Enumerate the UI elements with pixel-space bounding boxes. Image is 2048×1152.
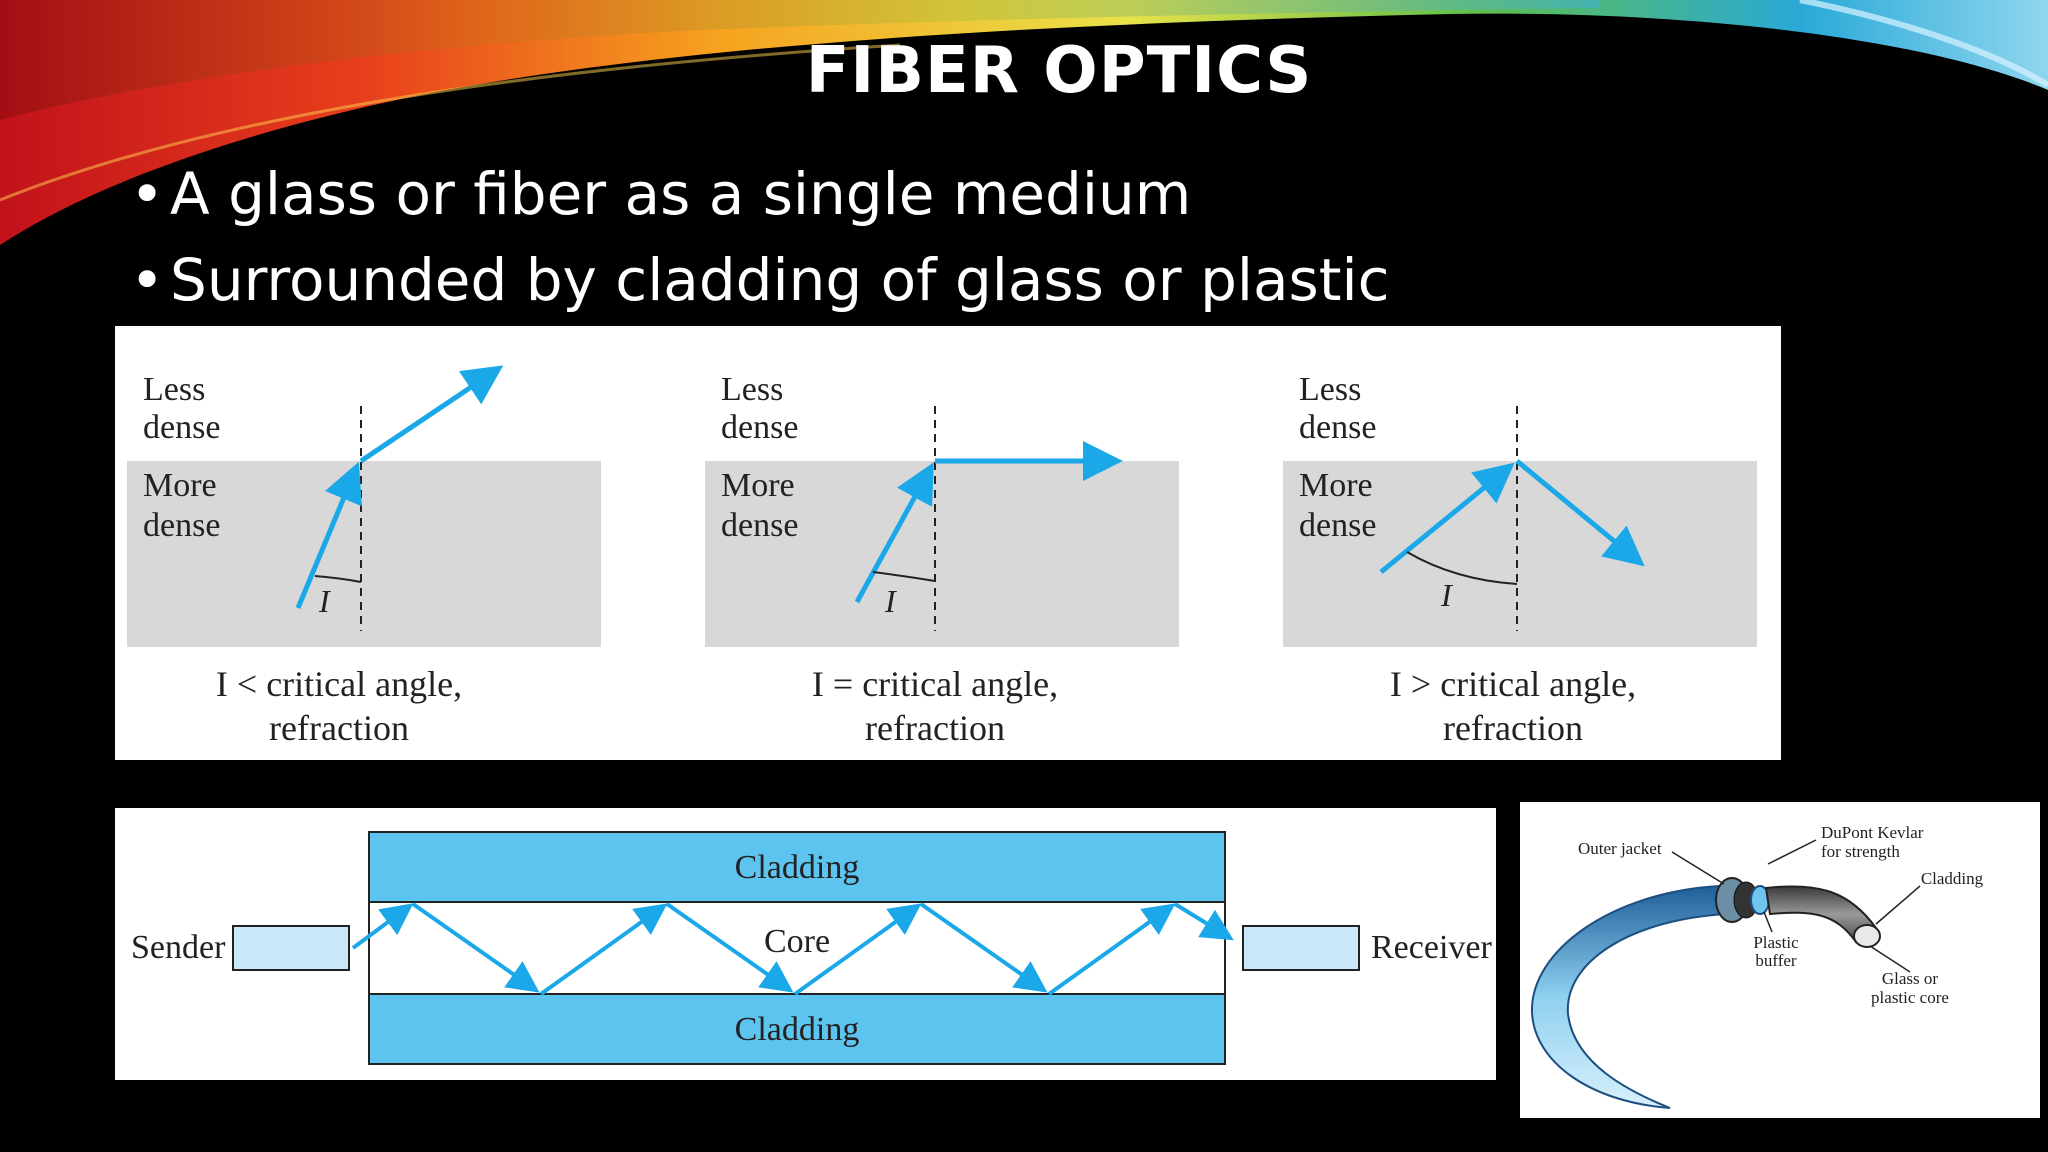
sender-label: Sender — [131, 929, 226, 966]
light-path — [351, 902, 1234, 996]
sender-box — [232, 925, 350, 971]
buffer-label: Plastic — [1753, 933, 1799, 952]
more-dense-label: dense — [143, 507, 220, 544]
refraction-panel-3: Less dense More dense I I > critical ang… — [1283, 371, 1757, 748]
leader-lines — [1671, 839, 1921, 973]
bullet-text: A glass or fiber as a single medium — [170, 160, 1192, 228]
less-dense-label: Less — [143, 371, 205, 408]
core-label: Glass or — [1882, 969, 1939, 988]
receiver-label: Receiver — [1371, 929, 1492, 966]
incident-ray — [854, 462, 934, 604]
caption-line: refraction — [269, 708, 409, 748]
bullet-item: •Surrounded by cladding of glass or plas… — [130, 246, 1390, 314]
kevlar-label: DuPont Kevlar — [1821, 823, 1924, 842]
cable-diagram: Outer jacket DuPont Kevlar for strength … — [1520, 802, 2040, 1118]
ray-segment — [411, 902, 540, 993]
ray-segment — [539, 903, 668, 996]
cable-svg: Outer jacket DuPont Kevlar for strength … — [1530, 823, 1984, 1109]
incident-ray — [1379, 462, 1515, 574]
cladding-label: Cladding — [735, 1011, 860, 1048]
angle-label: I — [884, 583, 897, 619]
transmission-diagram: Cladding Core Cladding Sender Receiver — [115, 808, 1496, 1080]
buffer-label: buffer — [1755, 951, 1797, 970]
angle-label: I — [1440, 577, 1453, 613]
bullet-text: Surrounded by cladding of glass or plast… — [170, 246, 1390, 314]
refraction-panel-1: Less dense More dense I I < critical ang… — [127, 365, 601, 748]
angle-label: I — [318, 583, 331, 619]
cladding-bottom — [368, 993, 1226, 1065]
angle-arc — [872, 571, 936, 582]
more-dense-medium — [127, 461, 601, 647]
caption-line: I > critical angle, — [1390, 664, 1636, 704]
reflected-ray — [1515, 459, 1645, 567]
less-dense-label: Less — [1299, 371, 1361, 408]
refraction-svg: Less dense More dense I I < critical ang… — [127, 365, 1757, 748]
kevlar-label: for strength — [1821, 842, 1900, 861]
bullet-item: •A glass or fiber as a single medium — [130, 160, 1191, 228]
incident-ray — [295, 461, 362, 609]
refracted-ray — [359, 365, 504, 464]
ray-segment — [919, 902, 1048, 993]
less-dense-label: Less — [721, 371, 783, 408]
glass-core — [1853, 924, 1881, 948]
more-dense-medium — [1283, 461, 1757, 647]
ray-segment — [1047, 903, 1176, 996]
caption-line: I = critical angle, — [812, 664, 1058, 704]
transmission-svg: Cladding Core Cladding Sender Receiver — [131, 831, 1492, 1065]
caption-line: refraction — [1443, 708, 1583, 748]
bullet-glyph: • — [130, 246, 165, 314]
less-dense-label: dense — [143, 409, 220, 446]
refraction-panel-2: Less dense More dense I I = critical ang… — [705, 371, 1179, 748]
outer-jacket — [1530, 884, 1728, 1109]
less-dense-label: dense — [1299, 409, 1376, 446]
more-dense-label: More — [721, 467, 795, 504]
refraction-diagram: Less dense More dense I I < critical ang… — [115, 326, 1781, 760]
slide-title: FIBER OPTICS — [805, 34, 1313, 108]
core-label: Core — [764, 923, 830, 960]
ray-segment — [351, 903, 414, 950]
receiver-box — [1242, 925, 1360, 971]
cladding-label: Cladding — [735, 849, 860, 886]
more-dense-label: dense — [1299, 507, 1376, 544]
ray-segment — [793, 903, 922, 996]
caption-line: refraction — [865, 708, 1005, 748]
more-dense-label: More — [143, 467, 217, 504]
rainbow-swoosh-decoration — [0, 0, 2048, 245]
angle-arc — [314, 575, 362, 583]
more-dense-medium — [705, 461, 1179, 647]
angle-arc — [1406, 551, 1518, 585]
ray-segment — [1173, 902, 1234, 941]
more-dense-label: More — [1299, 467, 1373, 504]
outer-jacket-label: Outer jacket — [1578, 839, 1662, 858]
more-dense-label: dense — [721, 507, 798, 544]
cladding-top — [368, 831, 1226, 903]
cladding-label: Cladding — [1921, 869, 1984, 888]
bullet-glyph: • — [130, 160, 165, 228]
core-label: plastic core — [1871, 988, 1949, 1007]
less-dense-label: dense — [721, 409, 798, 446]
ray-segment — [665, 902, 794, 993]
caption-line: I < critical angle, — [216, 664, 462, 704]
